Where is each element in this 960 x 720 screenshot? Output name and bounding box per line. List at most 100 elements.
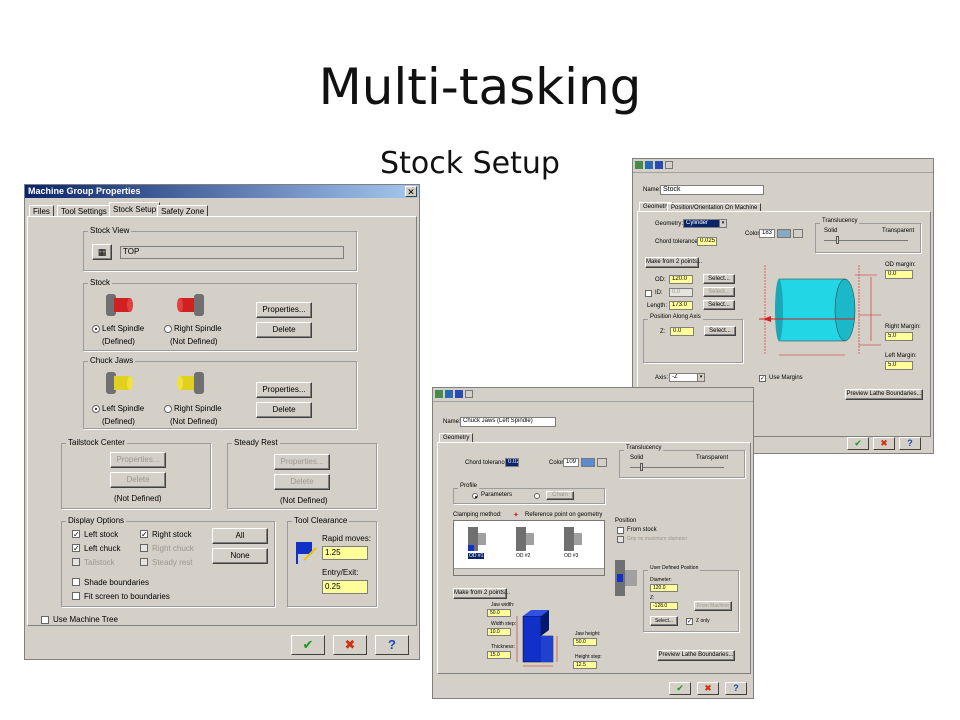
stock-delete-button[interactable]: Delete (256, 322, 312, 338)
stock-z-field[interactable]: 0.0 (670, 327, 694, 336)
od-margin-field[interactable]: 0.0 (885, 270, 913, 279)
chuck-z-field[interactable]: -128.0 (650, 602, 678, 610)
chuck-ok-button[interactable]: ✔ (669, 682, 691, 695)
display-all-button[interactable]: All (212, 528, 268, 544)
height-step-field[interactable]: 12.5 (573, 661, 597, 669)
tab-stock-setup[interactable]: Stock Setup (109, 202, 161, 217)
od1-label[interactable]: OD #1 (468, 553, 485, 559)
chuck-color-field[interactable]: 109 (563, 458, 579, 467)
id-select-button[interactable]: Select... (703, 287, 735, 297)
chuck-delete-button[interactable]: Delete (256, 402, 312, 418)
from-machine-button[interactable]: From Machine (694, 601, 732, 611)
length-field[interactable]: 173.0 (669, 301, 693, 310)
color-picker-icon[interactable] (793, 229, 803, 238)
steady-rest-checkbox[interactable] (140, 558, 148, 566)
chuck-translucency-slider[interactable] (640, 463, 643, 471)
id-checkbox[interactable] (645, 290, 652, 297)
right-chuck-checkbox[interactable] (140, 544, 148, 552)
chuck-right-spindle-radio[interactable] (164, 405, 172, 413)
arrow-down-icon[interactable] (455, 390, 463, 398)
color-picker-icon[interactable] (597, 458, 607, 467)
chuck-chord-field[interactable]: 0.025 (505, 458, 519, 467)
stock-chord-field[interactable]: 0.025 (697, 237, 717, 246)
left-margin-field[interactable]: 5.0 (885, 361, 913, 370)
jaw-width-field[interactable]: 50.0 (487, 609, 511, 617)
check-icon[interactable] (435, 390, 443, 398)
stock-help-button[interactable]: ? (899, 437, 921, 450)
stock-right-spindle-radio[interactable] (164, 325, 172, 333)
close-button[interactable]: ✕ (405, 186, 417, 197)
jaw-height-field[interactable]: 50.0 (573, 638, 597, 646)
stock-view-field[interactable]: TOP (120, 246, 344, 259)
main-ok-button[interactable]: ✔ (291, 635, 325, 655)
length-select-button[interactable]: Select... (703, 300, 735, 310)
od-select-button[interactable]: Select... (703, 274, 735, 284)
left-chuck-checkbox[interactable]: ✓ (72, 544, 80, 553)
stock-make-from-2-points-button[interactable]: Make from 2 points... (645, 257, 702, 268)
tailstock-properties-button[interactable]: Properties... (110, 452, 166, 468)
stock-name-field[interactable]: Stock (660, 185, 764, 195)
main-cancel-button[interactable]: ✖ (333, 635, 367, 655)
stock-properties-button[interactable]: Properties... (256, 302, 312, 318)
steady-rest-properties-button[interactable]: Properties... (274, 454, 330, 470)
diameter-field[interactable]: 120.0 (650, 584, 678, 592)
view-selector-button[interactable]: ▦ (92, 244, 112, 260)
use-margins-checkbox[interactable]: ✓ (759, 375, 766, 382)
tailstock-delete-button[interactable]: Delete (110, 472, 166, 488)
right-stock-checkbox[interactable]: ✓ (140, 530, 148, 539)
thickness-field[interactable]: 15.0 (487, 651, 511, 659)
chuck-tab-geometry[interactable]: Geometry (439, 433, 474, 443)
parameters-radio[interactable] (472, 493, 478, 499)
chuck-preview-button[interactable]: Preview Lathe Boundaries... (657, 650, 735, 661)
chuck-make-from-2-points-button[interactable]: Make from 2 points... (453, 588, 510, 599)
clamping-scrollbar[interactable] (454, 568, 604, 575)
stock-translucency-slider[interactable] (836, 236, 839, 244)
chuck-color-swatch[interactable] (581, 458, 595, 467)
stock-ok-button[interactable]: ✔ (847, 437, 869, 450)
grip-on-stock-checkbox[interactable] (617, 536, 624, 543)
rapid-moves-field[interactable]: 1.25 (322, 546, 368, 560)
right-margin-field[interactable]: 5.0 (885, 332, 913, 341)
display-none-button[interactable]: None (212, 548, 268, 564)
stock-tab-position[interactable]: Position/Orientation On Machine (667, 203, 762, 212)
width-step-field[interactable]: 10.0 (487, 628, 511, 636)
arrow-down-icon[interactable] (655, 161, 663, 169)
chuck-left-spindle-radio[interactable] (92, 405, 100, 413)
shade-boundaries-checkbox[interactable] (72, 578, 80, 586)
chuck-properties-button[interactable]: Properties... (256, 382, 312, 398)
stock-color-swatch[interactable] (777, 229, 791, 238)
chuck-name-field[interactable]: Chuck Jaws (Left Spindle) (460, 417, 556, 427)
chain-radio[interactable] (534, 493, 540, 499)
use-machine-tree-checkbox[interactable] (41, 616, 49, 624)
clamping-method-list[interactable]: OD #1 OD #2 OD #3 (453, 520, 605, 576)
od3-label[interactable]: OD #3 (564, 553, 579, 559)
left-stock-checkbox[interactable]: ✓ (72, 530, 80, 539)
chuck-cancel-button[interactable]: ✖ (697, 682, 719, 695)
entry-exit-field[interactable]: 0.25 (322, 580, 368, 594)
stock-cancel-button[interactable]: ✖ (873, 437, 895, 450)
pin-icon[interactable] (465, 390, 473, 398)
fit-screen-checkbox[interactable] (72, 592, 80, 600)
stock-color-field[interactable]: 183 (759, 229, 775, 238)
z-only-checkbox[interactable]: ✓ (686, 618, 693, 625)
chain-button[interactable]: Chain (546, 491, 574, 500)
arrow-up-icon[interactable] (645, 161, 653, 169)
chevron-down-icon[interactable]: ▾ (719, 219, 727, 228)
chuck-help-button[interactable]: ? (725, 682, 747, 695)
pin-icon[interactable] (665, 161, 673, 169)
chevron-down-icon[interactable]: ▾ (697, 373, 705, 382)
from-stock-checkbox[interactable] (617, 527, 624, 534)
id-field[interactable]: 0.0 (669, 288, 693, 297)
steady-rest-delete-button[interactable]: Delete (274, 474, 330, 490)
check-icon[interactable] (635, 161, 643, 169)
arrow-up-icon[interactable] (445, 390, 453, 398)
tab-files[interactable]: Files (29, 205, 54, 217)
stock-left-spindle-radio[interactable] (92, 325, 100, 333)
tailstock-checkbox[interactable] (72, 558, 80, 566)
main-help-button[interactable]: ? (375, 635, 409, 655)
stock-z-select-button[interactable]: Select... (704, 326, 736, 336)
od-field[interactable]: 120.0 (669, 275, 693, 284)
tab-safety-zone[interactable]: Safety Zone (157, 205, 209, 217)
od2-label[interactable]: OD #2 (516, 553, 531, 559)
stock-preview-button[interactable]: Preview Lathe Boundaries... (845, 389, 923, 400)
